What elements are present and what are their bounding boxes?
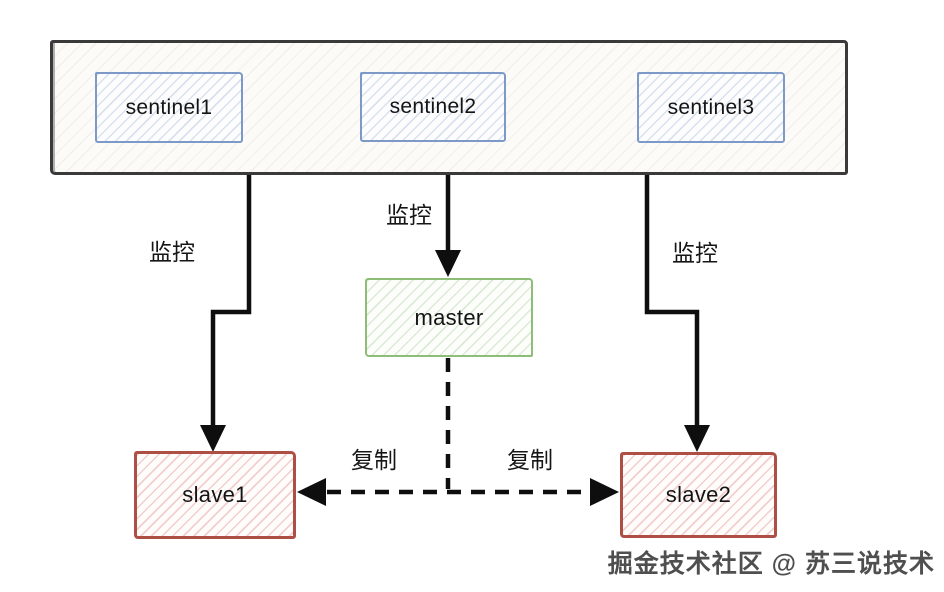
node-slave2-label: slave2 — [665, 482, 732, 507]
node-slave1-label: slave1 — [182, 482, 248, 507]
node-sentinel3-label: sentinel3 — [667, 95, 755, 119]
node-sentinel2: sentinel2 — [360, 72, 506, 142]
monitor-arrow-left-line — [210, 175, 252, 438]
monitor-arrow-right-head-icon — [684, 425, 710, 452]
node-master-label: master — [414, 304, 484, 330]
edge-label-monitor-middle: 监控 — [386, 202, 432, 228]
monitor-arrow-left-head-icon — [200, 425, 226, 452]
edge-label-replicate-left: 复制 — [351, 447, 397, 473]
node-sentinel1: sentinel1 — [95, 72, 243, 143]
monitor-arrow-right-line — [644, 175, 700, 438]
edge-label-monitor-left: 监控 — [149, 239, 195, 265]
watermark-text: 掘金技术社区 @ 苏三说技术 — [607, 550, 935, 578]
node-sentinel1-label: sentinel1 — [125, 95, 213, 119]
node-slave2: slave2 — [620, 452, 777, 538]
node-slave1: slave1 — [134, 451, 296, 539]
node-sentinel2-label: sentinel2 — [389, 95, 477, 118]
monitor-arrow-middle-head-icon — [435, 250, 461, 277]
edge-label-replicate-right: 复制 — [507, 447, 553, 473]
node-master: master — [365, 278, 533, 357]
replicate-arrow-left-head-icon — [297, 478, 326, 506]
edge-label-monitor-right: 监控 — [672, 240, 718, 266]
replicate-arrow-right-head-icon — [590, 478, 619, 506]
node-sentinel3: sentinel3 — [637, 72, 785, 143]
